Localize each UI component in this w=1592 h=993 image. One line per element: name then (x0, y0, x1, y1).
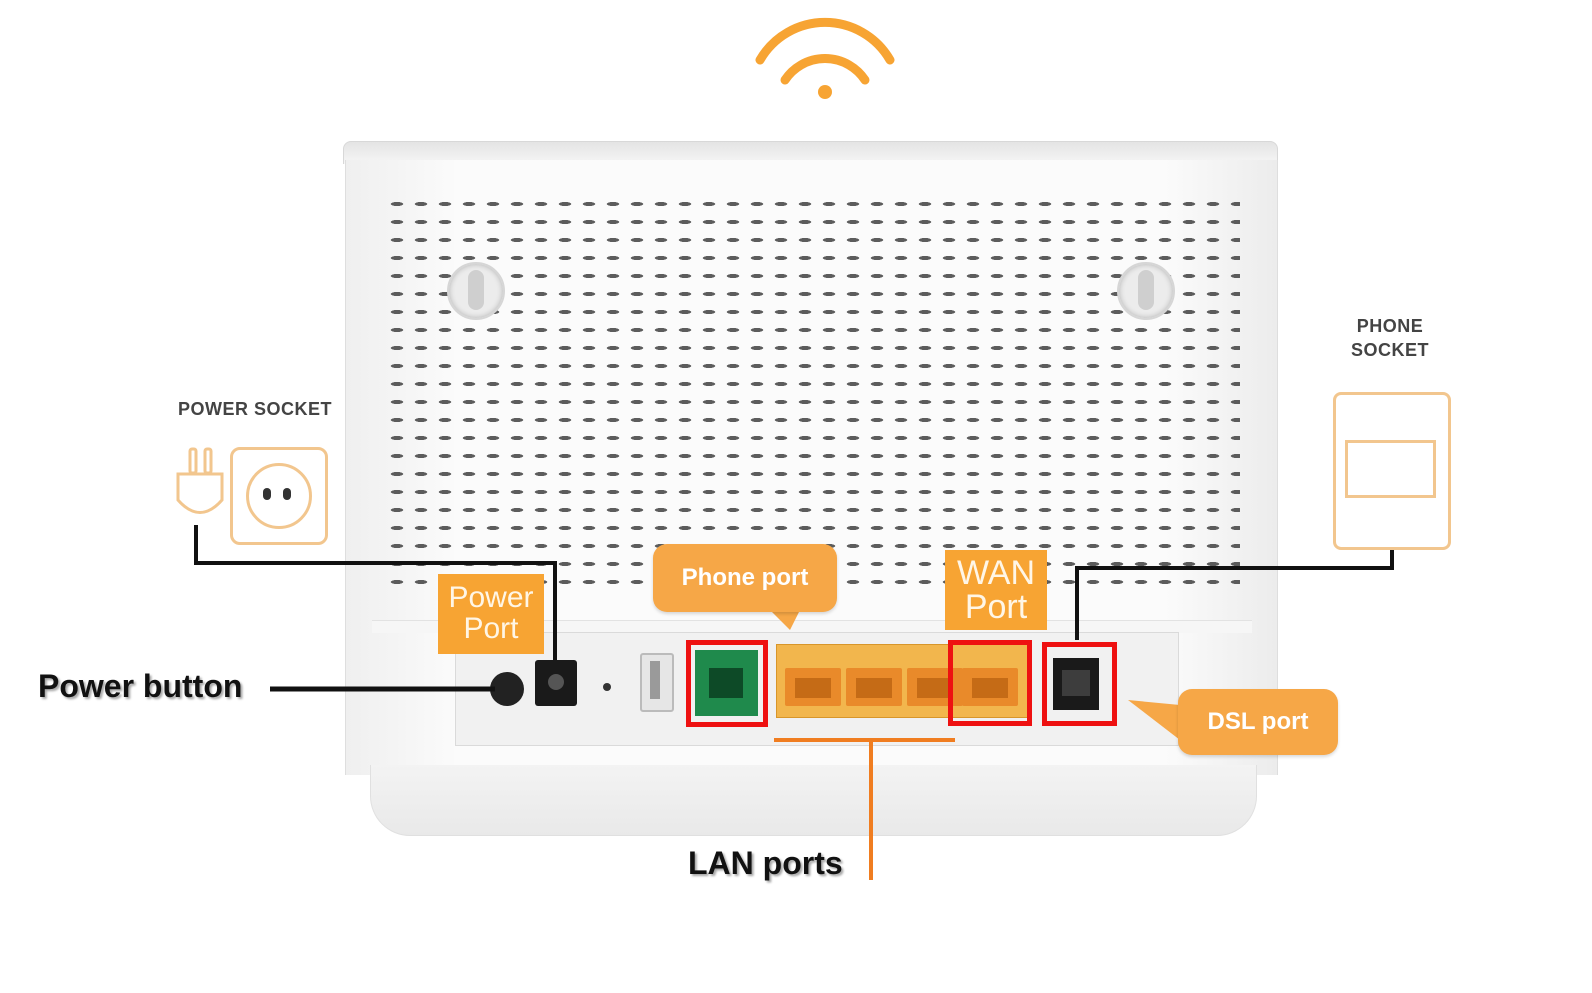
power-port-tag-line2: Port (463, 612, 519, 645)
dsl-port-highlight (1042, 642, 1117, 726)
phone-port (695, 650, 758, 716)
wall-mount-hole-right (1117, 262, 1175, 320)
power-button (490, 672, 524, 706)
wan-port-tag-line2: Port (964, 588, 1028, 626)
power-cord (194, 525, 557, 660)
power-socket-label: POWER SOCKET (177, 399, 332, 419)
wan-port-highlight (948, 640, 1032, 726)
lan-ports-label: LAN ports (688, 845, 843, 881)
phone-socket-label-line2: SOCKET (1350, 340, 1429, 360)
lan-port (846, 668, 902, 706)
phone-port-highlight (686, 640, 768, 727)
lan-port (907, 668, 963, 706)
power-outlet-face (246, 463, 312, 529)
wall-mount-hole-left (447, 262, 505, 320)
lan-port (785, 668, 841, 706)
phone-socket-label-line1: PHONE (1356, 316, 1424, 336)
vent-grille (385, 195, 1240, 590)
wan-port-tag-line1: WAN (956, 554, 1036, 592)
wan-port-tag: WAN Port (945, 550, 1047, 630)
power-plug-icon (176, 447, 224, 514)
dsl-port (1053, 658, 1099, 710)
reset-hole (603, 683, 611, 691)
router-top-edge (343, 141, 1278, 164)
router-base (370, 765, 1257, 836)
power-port-tag: Power Port (438, 574, 544, 654)
usb-port (640, 653, 674, 712)
wan-port (962, 668, 1018, 706)
wifi-icon (755, 17, 895, 99)
phone-socket-label: PHONE SOCKET (1330, 316, 1450, 361)
dsl-port-callout: DSL port (1178, 689, 1338, 755)
power-jack (535, 660, 577, 706)
power-button-label: Power button (38, 668, 243, 704)
power-port-tag-line1: Power (448, 581, 534, 614)
phone-port-callout: Phone port (653, 544, 837, 612)
phone-socket-slot (1345, 440, 1436, 498)
